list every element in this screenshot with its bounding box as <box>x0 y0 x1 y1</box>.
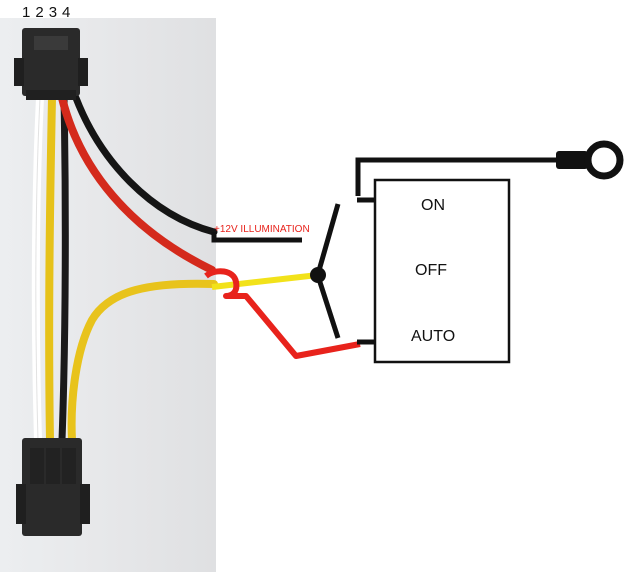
yellow-wire-straight <box>45 94 56 444</box>
switch-lever-lower <box>315 275 341 339</box>
yellow-wire-loop <box>67 279 218 444</box>
switch-off-label: OFF <box>415 262 447 279</box>
yellow-signal-wire <box>211 272 319 290</box>
ring-terminal <box>584 140 624 180</box>
switch-pivot <box>310 267 326 283</box>
pin-number-2: 2 <box>35 4 45 21</box>
switch-on-label: ON <box>421 197 445 214</box>
pin-number-3: 3 <box>48 4 59 21</box>
ring-crimp <box>556 151 588 169</box>
illumination-label: +12V ILLUMINATION <box>214 224 310 235</box>
red-auto-wire <box>204 268 361 359</box>
bottom-connector <box>16 438 90 536</box>
black-wire-photo <box>72 94 218 236</box>
ground-wire <box>355 157 560 196</box>
switch-lever-upper <box>315 203 341 275</box>
black-wire-straight <box>58 94 69 444</box>
pin-number-1: 1 <box>22 4 32 21</box>
red-wire-photo <box>58 94 216 274</box>
pin-number-4: 4 <box>62 4 72 21</box>
top-connector <box>14 28 88 100</box>
illumination-wire <box>211 232 302 243</box>
switch-box <box>373 178 511 364</box>
switch-auto-label: AUTO <box>411 328 456 345</box>
